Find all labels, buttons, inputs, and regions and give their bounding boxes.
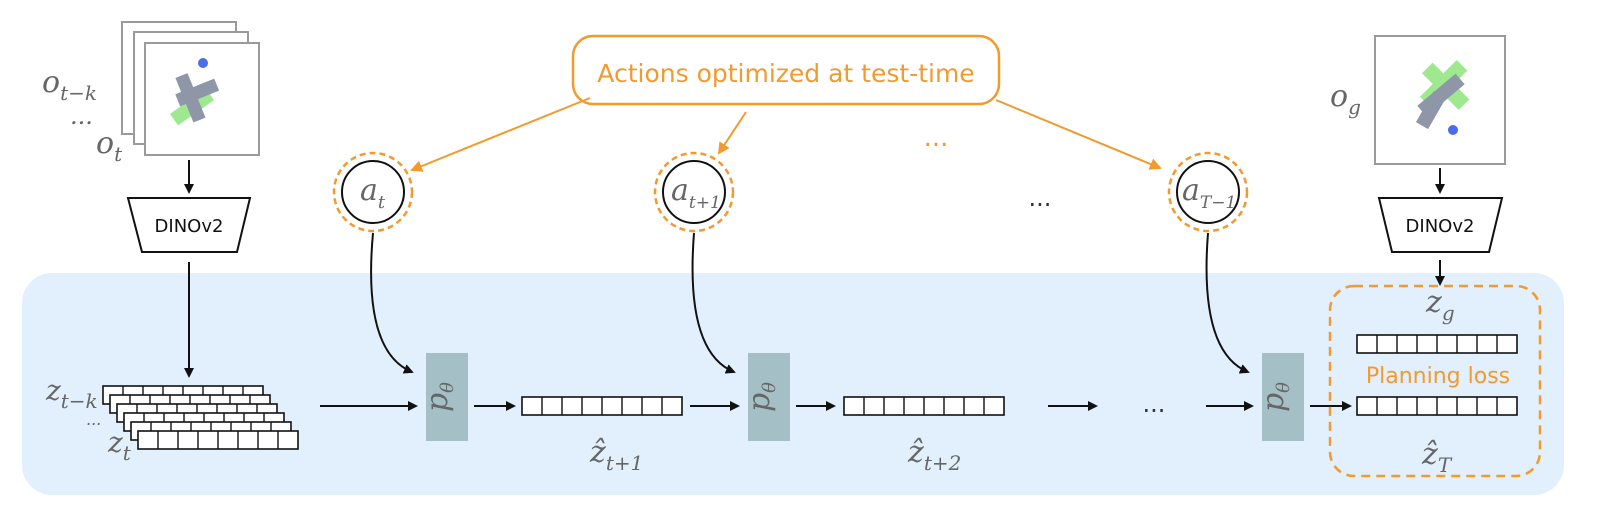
predictor-2: pθ bbox=[742, 353, 790, 441]
goal-latent-label: zg bbox=[1425, 285, 1455, 325]
t-block-icon bbox=[175, 73, 220, 123]
encoder-right: DINOv2 bbox=[1377, 197, 1504, 253]
predicted-latent-2-grid bbox=[843, 396, 1005, 416]
actions-ellipsis: ... bbox=[1029, 184, 1052, 212]
ellipsis: ... bbox=[70, 102, 93, 130]
action-T-minus-1-label: aT−1 bbox=[1182, 173, 1236, 213]
predictor-3: pθ bbox=[1256, 353, 1304, 441]
action-node-t: at bbox=[332, 151, 414, 233]
planning-loss-label: Planning loss bbox=[1366, 364, 1510, 389]
predictor-2-label: pθ bbox=[742, 382, 780, 412]
predicted-latent-1-label: ẑt+1 bbox=[589, 435, 643, 475]
encoder-left-label: DINOv2 bbox=[155, 216, 224, 237]
predicted-latent-1-grid bbox=[521, 396, 683, 416]
history-latent-grid bbox=[137, 430, 299, 450]
ellipsis: ... bbox=[86, 410, 101, 429]
agent-dot-icon bbox=[198, 58, 208, 68]
predictor-3-label: pθ bbox=[1256, 382, 1294, 412]
rollout-ellipsis: ... bbox=[1143, 390, 1166, 418]
obs-history-top-label: ot−k bbox=[42, 65, 97, 105]
history-observations bbox=[121, 21, 260, 156]
actions-ellipsis-orange: ... bbox=[924, 123, 949, 153]
encoder-left: DINOv2 bbox=[126, 197, 252, 253]
goal-latent-grid bbox=[1356, 334, 1518, 354]
action-t-plus-1-label: at+1 bbox=[671, 173, 721, 213]
history-latent-stack bbox=[102, 385, 299, 450]
goal-observation bbox=[1374, 35, 1506, 165]
predicted-latent-T-grid bbox=[1356, 396, 1518, 416]
goal-observation-label: og bbox=[1330, 79, 1361, 119]
planning-loss-box bbox=[1328, 284, 1542, 478]
encoder-right-label: DINOv2 bbox=[1406, 216, 1475, 237]
predictor-1-label: pθ bbox=[420, 382, 458, 412]
latent-panel bbox=[22, 273, 1564, 495]
predicted-latent-T-label: ẑT bbox=[1421, 437, 1453, 477]
test-time-callout: Actions optimized at test-time bbox=[571, 34, 1001, 106]
action-t-label: at bbox=[360, 173, 386, 213]
latent-stack-bottom-label: zt bbox=[107, 426, 132, 465]
predicted-latent-2-label: ẑt+2 bbox=[907, 435, 961, 475]
agent-dot-icon bbox=[1448, 125, 1458, 135]
action-node-T-minus-1: aT−1 bbox=[1167, 151, 1249, 233]
predictor-1: pθ bbox=[420, 353, 468, 441]
t-block-icon bbox=[1415, 73, 1465, 130]
callout-text: Actions optimized at test-time bbox=[597, 59, 974, 88]
latent-stack-top-label: zt−k bbox=[45, 374, 98, 413]
obs-history-bottom-label: ot bbox=[96, 126, 123, 166]
action-node-t-plus-1: at+1 bbox=[653, 151, 735, 233]
